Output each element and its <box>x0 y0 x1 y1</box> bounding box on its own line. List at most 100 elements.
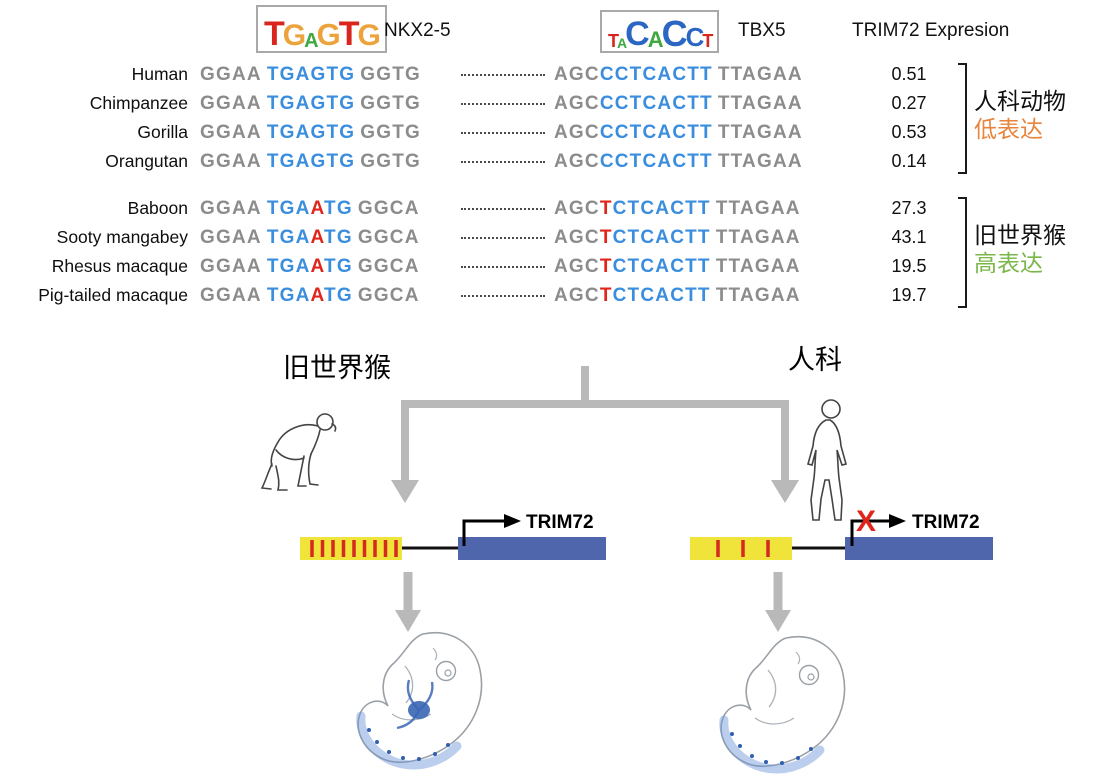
sequence-segment-gray: TTAGAA <box>717 63 803 85</box>
dotted-separator <box>461 73 545 76</box>
sequence-segment-blue: CTCACTT <box>612 255 711 277</box>
dotted-separator <box>461 294 545 297</box>
owm-expression-label: 高表达 <box>974 250 1043 276</box>
sequence-segment-gray: AGC <box>554 197 600 219</box>
sequence-segment-red: T <box>599 255 613 277</box>
sequence-segment-blue: CCTCACTT <box>599 92 713 114</box>
dotted-separator <box>461 131 545 134</box>
sequence-segment-gray: GGCA <box>357 284 420 306</box>
expression-header: TRIM72 Expresion <box>852 20 1010 41</box>
embryo-outline <box>721 637 844 769</box>
logo-letter-t: T <box>264 14 285 53</box>
expression-value: 0.14 <box>891 151 927 171</box>
owm-group-label: 旧世界猴 <box>974 222 1066 248</box>
logo-letter-t: T <box>702 31 713 52</box>
hominid-down-arrowhead <box>765 610 791 632</box>
owm-branch-label: 旧世界猴 <box>283 353 391 383</box>
sequence-segment-blue: TGAGTG <box>266 92 356 114</box>
hominid-gene-label: TRIM72 <box>912 512 980 533</box>
x-mark: X <box>856 505 876 538</box>
nkx25-label: NKX2-5 <box>384 20 451 41</box>
owm-gene-label: TRIM72 <box>526 512 594 533</box>
logo-letter-a: A <box>617 35 627 52</box>
sequence-segment-red: T <box>599 284 613 306</box>
expression-value: 0.53 <box>891 122 927 142</box>
species-name: Orangutan <box>105 151 188 171</box>
tbx5-label: TBX5 <box>738 20 786 41</box>
sequence-segment-blue: TG <box>324 226 353 248</box>
dotted-separator <box>461 102 545 105</box>
hominid-bracket <box>958 63 967 174</box>
logo-letter-c: C <box>661 12 688 54</box>
sequence-segment-blue: TGAGTG <box>266 121 356 143</box>
sequence-segment-gray: GGAA <box>200 255 262 277</box>
evolution-diagram: TRIM72 X TRIM72 <box>260 366 993 780</box>
dotted-separator <box>461 207 545 210</box>
expression-value: 0.51 <box>891 64 927 84</box>
sequence-segment-gray: GGAA <box>200 92 262 114</box>
sequence-segment-blue: CTCACTT <box>612 226 711 248</box>
sequence-segment-blue: TGAGTG <box>266 150 356 172</box>
sequence-segment-red: T <box>599 197 613 219</box>
species-name: Rhesus macaque <box>51 256 188 276</box>
branch-arrows <box>401 366 789 482</box>
sequence-segment-gray: GGTG <box>360 63 422 85</box>
dotted-separator <box>461 160 545 163</box>
sequence-segment-gray: GGAA <box>200 121 262 143</box>
sequence-segment-blue: CCTCACTT <box>599 63 713 85</box>
owm-gene-box <box>458 537 606 560</box>
sequence-segment-blue: TGA <box>266 255 311 277</box>
owm-gene-diagram: TRIM72 <box>300 512 606 560</box>
sequence-segment-blue: CCTCACTT <box>599 121 713 143</box>
species-name: Human <box>131 64 188 84</box>
expression-arrows <box>395 572 791 632</box>
owm-bracket <box>958 197 967 308</box>
species-name: Gorilla <box>137 122 188 142</box>
sequence-segment-gray: AGC <box>554 284 600 306</box>
hominid-enhancer-box <box>690 537 792 560</box>
sequence-segment-gray: AGC <box>554 226 600 248</box>
hominid-embryo-illustration <box>721 637 844 769</box>
hominid-mutation-ticks <box>716 540 770 557</box>
logo-letter-c: C <box>685 22 705 53</box>
sequence-segment-gray: TTAGAA <box>717 150 803 172</box>
owm-tss-arrowhead <box>504 514 521 528</box>
sequence-segment-gray: GGAA <box>200 284 262 306</box>
expression-value: 19.7 <box>891 285 927 305</box>
hominid-branch-label: 人科 <box>788 345 842 375</box>
sequence-segment-blue: CTCACTT <box>612 284 711 306</box>
sequence-segment-gray: AGC <box>554 92 600 114</box>
species-name: Chimpanzee <box>89 93 188 113</box>
logo-letter-a: A <box>304 29 319 52</box>
species-name: Baboon <box>127 198 188 218</box>
sequence-segment-gray: AGC <box>554 121 600 143</box>
sequence-segment-blue: TGA <box>266 197 311 219</box>
sequence-segment-blue: TGAGTG <box>266 63 356 85</box>
hominid-gene-diagram: X TRIM72 <box>690 505 993 560</box>
sequence-segment-gray: GGAA <box>200 226 262 248</box>
logo-letter-g: G <box>282 19 306 53</box>
owm-down-arrowhead <box>395 610 421 632</box>
expression-value: 43.1 <box>891 227 927 247</box>
expression-value: 19.5 <box>891 256 927 276</box>
